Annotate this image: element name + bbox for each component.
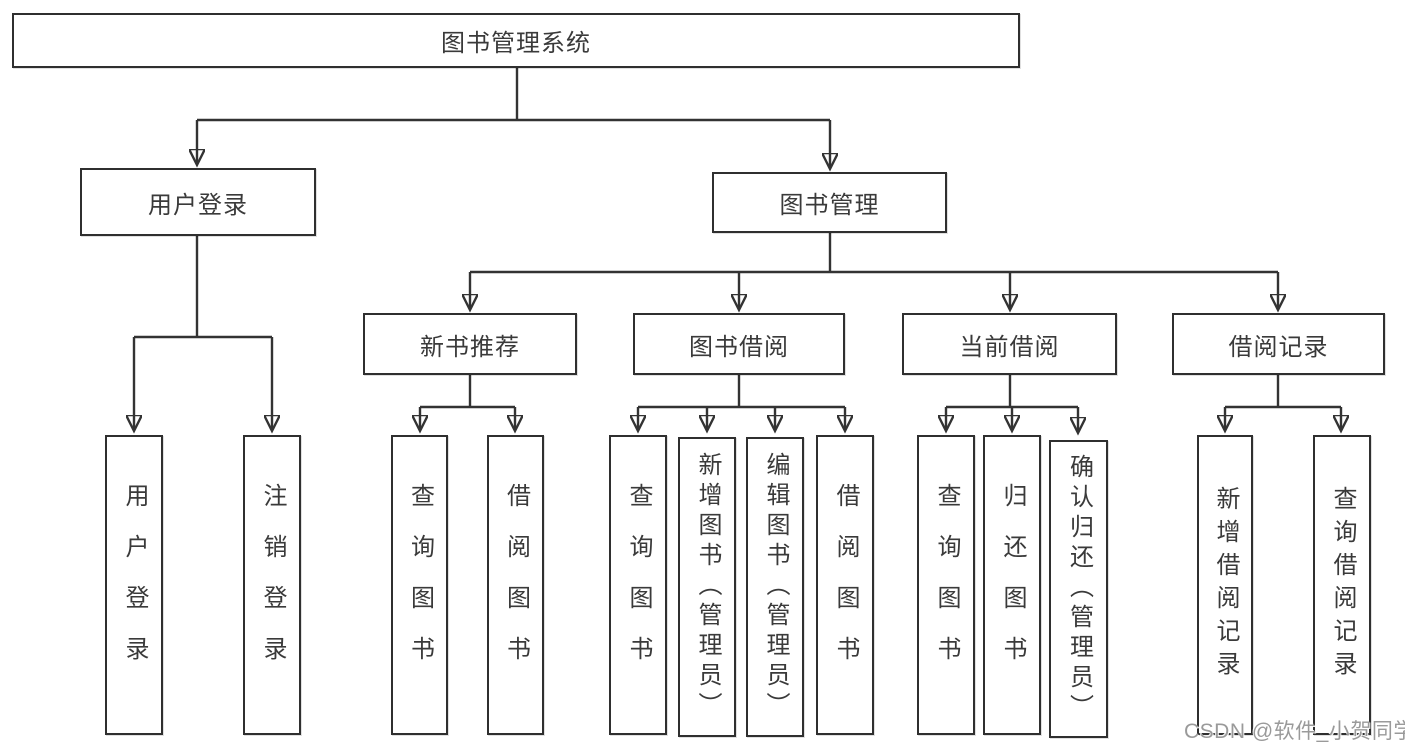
- leaf-query-borrow-record: 查询借阅记录: [1313, 435, 1371, 735]
- leaf-add-borrow-record: 新增借阅记录: [1197, 435, 1253, 735]
- node-current-borrow: 当前借阅: [902, 313, 1117, 375]
- leaf-add-books-admin: 新增图书（管理员）: [678, 437, 736, 737]
- leaf-user-login: 用户登录: [105, 435, 163, 735]
- leaf-return-books: 归还图书: [983, 435, 1041, 735]
- leaf-logout: 注销登录: [243, 435, 301, 735]
- node-book-management: 图书管理: [712, 172, 947, 233]
- node-book-borrow: 图书借阅: [633, 313, 845, 375]
- node-root-system: 图书管理系统: [12, 13, 1020, 68]
- csdn-watermark: CSDN @软件_小贺同学: [1184, 720, 1405, 743]
- node-new-book-recommend: 新书推荐: [363, 313, 577, 375]
- node-borrow-records: 借阅记录: [1172, 313, 1385, 375]
- recommend-children-connectors: [420, 375, 515, 430]
- leaf-recommend-borrow-books: 借阅图书: [487, 435, 544, 735]
- leaf-current-query-books: 查询图书: [917, 435, 975, 735]
- mgmt-to-modules-connectors: [470, 233, 1278, 309]
- records-children-connectors: [1225, 375, 1341, 430]
- leaf-edit-books-admin: 编辑图书（管理员）: [746, 437, 804, 737]
- login-children-connectors: [134, 236, 272, 430]
- node-user-login: 用户登录: [80, 168, 316, 236]
- root-to-level2-connectors: [197, 68, 830, 168]
- leaf-borrow-books: 借阅图书: [816, 435, 874, 735]
- current-children-connectors: [946, 375, 1078, 432]
- leaf-recommend-query-books: 查询图书: [391, 435, 448, 735]
- leaf-borrow-query-books: 查询图书: [609, 435, 667, 735]
- borrow-children-connectors: [638, 375, 845, 430]
- leaf-confirm-return-admin: 确认归还（管理员）: [1049, 440, 1108, 738]
